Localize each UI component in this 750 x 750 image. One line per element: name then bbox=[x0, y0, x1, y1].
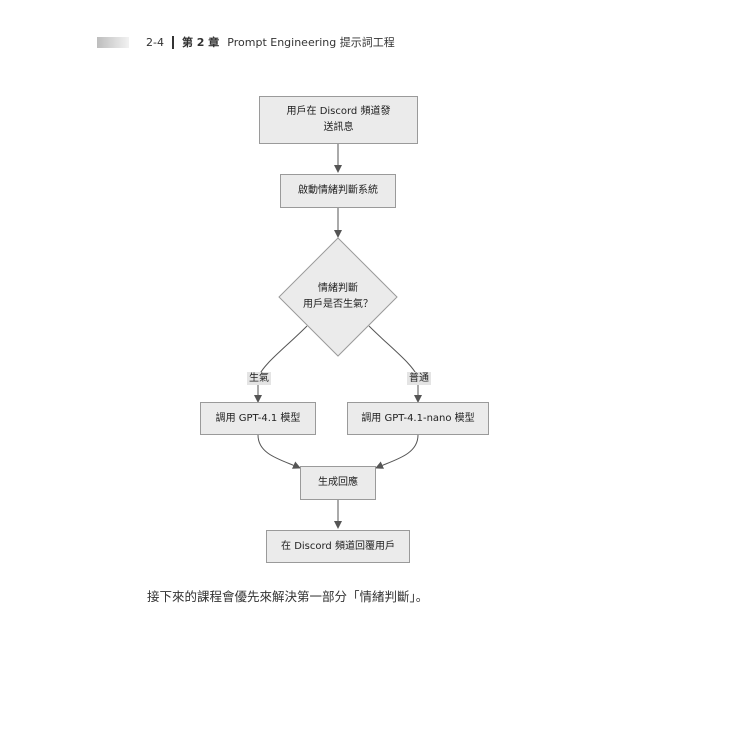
edge-decision-to-nano bbox=[368, 325, 422, 403]
node-reply-in-discord: 在 Discord 頻道回覆用戶 bbox=[266, 530, 410, 563]
chapter-label: 第 2 章 bbox=[181, 36, 220, 49]
edge-label-angry: 生氣 bbox=[247, 372, 271, 385]
node-emotion-decision: 情緒判斷 用戶是否生氣？ bbox=[288, 281, 388, 313]
node-generate-reply-label: 生成回應 bbox=[318, 477, 358, 488]
node-user-sends-message: 用戶在 Discord 頻道發送訊息 bbox=[259, 96, 418, 144]
decision-diamond bbox=[278, 237, 398, 357]
edge-nano-to-reply bbox=[375, 434, 419, 469]
node-start-emotion-system-label: 啟動情緒判斷系統 bbox=[298, 185, 378, 196]
page-header: 2-4 第 2 章 Prompt Engineering 提示詞工程 bbox=[146, 34, 395, 50]
chapter-title: Prompt Engineering 提示詞工程 bbox=[227, 36, 395, 49]
edge-decision-to-gpt41 bbox=[254, 325, 308, 403]
body-paragraph: 接下來的課程會優先來解決第一部分「情緒判斷」。 bbox=[147, 589, 429, 604]
node-user-sends-message-label: 用戶在 Discord 頻道發送訊息 bbox=[286, 106, 391, 133]
node-reply-in-discord-label: 在 Discord 頻道回覆用戶 bbox=[281, 540, 395, 552]
node-call-gpt41: 調用 GPT-4.1 模型 bbox=[200, 402, 316, 435]
page-number: 2-4 bbox=[146, 35, 164, 49]
node-call-gpt41-label: 調用 GPT-4.1 模型 bbox=[215, 412, 301, 424]
decision-question: 用戶是否生氣？ bbox=[303, 299, 373, 310]
edge-label-normal: 普通 bbox=[407, 372, 431, 385]
node-generate-reply: 生成回應 bbox=[300, 466, 376, 500]
header-divider bbox=[171, 35, 174, 49]
node-call-gpt41-nano-label: 調用 GPT-4.1-nano 模型 bbox=[361, 412, 475, 424]
decision-title: 情緒判斷 bbox=[318, 283, 358, 294]
edge-gpt41-to-reply bbox=[257, 434, 301, 469]
node-start-emotion-system: 啟動情緒判斷系統 bbox=[280, 174, 396, 208]
node-call-gpt41-nano: 調用 GPT-4.1-nano 模型 bbox=[347, 402, 489, 435]
header-decoration-bar bbox=[97, 37, 129, 48]
